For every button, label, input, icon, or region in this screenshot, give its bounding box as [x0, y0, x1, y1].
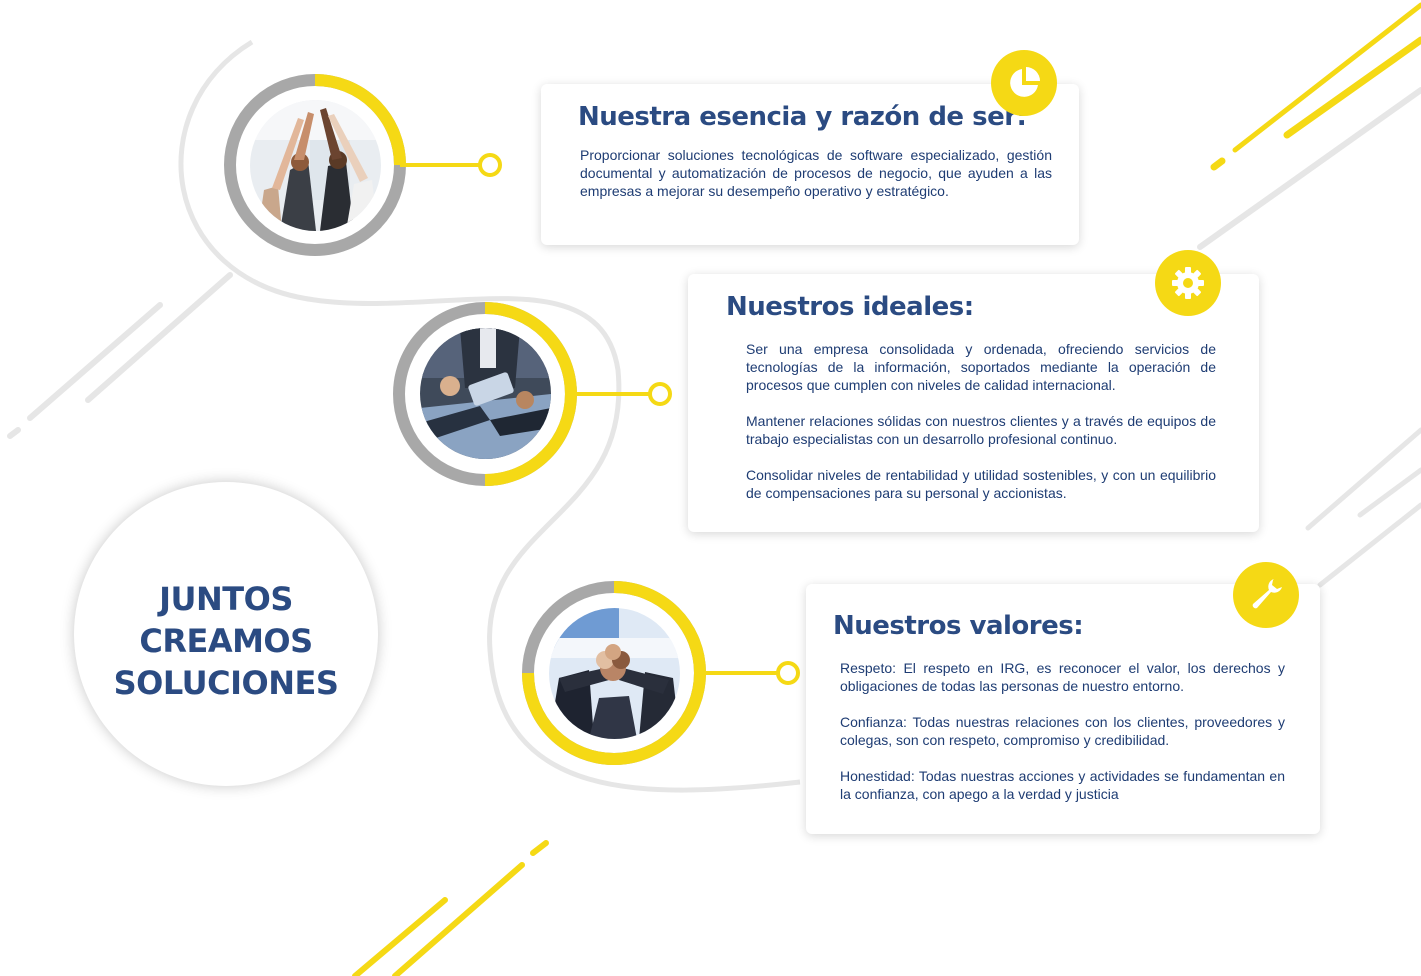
ring-1	[224, 74, 502, 256]
wrench-badge	[1233, 562, 1299, 628]
card-ideales: Nuestros ideales: Ser una empresa consol…	[688, 274, 1259, 532]
card-title: Nuestra esencia y razón de ser:	[578, 102, 1027, 132]
value-term: Respeto:	[840, 660, 897, 676]
value-term: Confianza:	[840, 714, 907, 730]
card-paragraph: Ser una empresa consolidada y ordenada, …	[746, 341, 1216, 393]
card-body: Respeto: El respeto en IRG, es reconocer…	[840, 659, 1285, 803]
motto-line: JUNTOS	[159, 580, 293, 618]
value-item: Respeto: El respeto en IRG, es reconocer…	[840, 659, 1285, 695]
value-text: Todas nuestras relaciones con los client…	[840, 714, 1285, 748]
ring-2	[393, 302, 672, 486]
value-item: Honestidad: Todas nuestras acciones y ac…	[840, 767, 1285, 803]
card-paragraph: Proporcionar soluciones tecnológicas de …	[580, 147, 1052, 199]
value-item: Confianza: Todas nuestras relaciones con…	[840, 713, 1285, 749]
motto-line: SOLUCIONES	[113, 664, 339, 702]
winding-path	[178, 39, 801, 793]
value-term: Honestidad:	[840, 768, 915, 784]
ring-3	[522, 581, 800, 765]
card-paragraph: Consolidar niveles de rentabilidad y uti…	[746, 467, 1216, 501]
business-meeting-photo	[420, 328, 551, 459]
value-text: Todas nuestras acciones y actividades se…	[840, 768, 1285, 802]
card-title: Nuestros valores:	[833, 611, 1084, 641]
wrench-icon	[1252, 579, 1282, 609]
team-high-five-photo	[250, 100, 381, 231]
card-title: Nuestros ideales:	[726, 292, 974, 322]
motto-line: CREAMOS	[139, 622, 313, 660]
card-esencia: Nuestra esencia y razón de ser: Proporci…	[541, 84, 1079, 245]
motto-text: JUNTOS CREAMOS SOLUCIONES	[74, 578, 378, 704]
card-paragraph: Mantener relaciones sólidas con nuestros…	[746, 413, 1216, 447]
team-fist-bump-photo	[549, 608, 680, 739]
card-valores: Nuestros valores: Respeto: El respeto en…	[806, 584, 1320, 834]
pie-chart-icon	[1010, 67, 1040, 97]
pie-chart-badge	[991, 50, 1057, 116]
gear-icon	[1172, 267, 1204, 299]
value-text: El respeto en IRG, es reconocer el valor…	[840, 660, 1285, 694]
diagonal-stripes	[7, 2, 1421, 976]
motto-circle	[74, 482, 378, 786]
gear-badge	[1155, 250, 1221, 316]
card-body: Proporcionar soluciones tecnológicas de …	[580, 146, 1052, 200]
card-body: Ser una empresa consolidada y ordenada, …	[746, 340, 1216, 502]
